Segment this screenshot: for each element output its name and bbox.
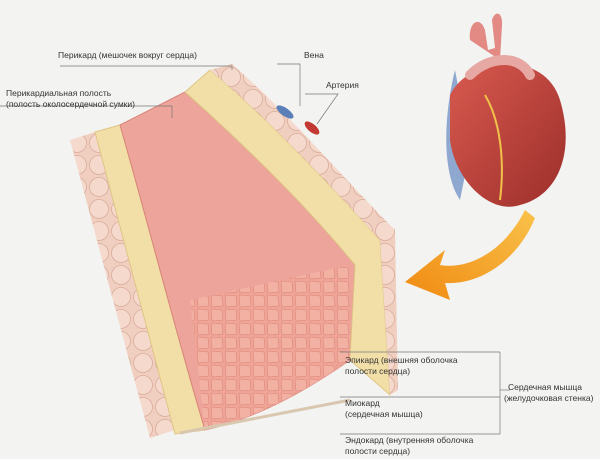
pericardial-cavity-label: Перикардиальная полость bbox=[6, 88, 112, 98]
vein-label: Вена bbox=[304, 50, 324, 60]
myocardium-section bbox=[190, 265, 350, 430]
vein-icon bbox=[276, 105, 294, 119]
myocardium-label: Миокард bbox=[345, 398, 380, 408]
epicardium-label: Эпикард (внешняя оболочка bbox=[345, 355, 458, 365]
heart-muscle-sublabel: (желудочковая стенка) bbox=[504, 393, 594, 403]
pericardial-cell-block bbox=[70, 132, 175, 438]
leader-lines bbox=[0, 63, 510, 435]
myocardium-sublabel: (сердечная мышца) bbox=[345, 409, 423, 419]
endocardium-line bbox=[179, 398, 351, 435]
curved-arrow-icon bbox=[405, 210, 535, 300]
heart-icon bbox=[446, 13, 566, 207]
artery-icon bbox=[304, 121, 320, 135]
pericardial-cavity-sublabel: (полость околосердечной сумки) bbox=[6, 99, 135, 109]
heart-muscle-label: Сердечная мышца bbox=[508, 382, 582, 392]
endocardium-label: Эндокард (внутренняя оболочка bbox=[345, 435, 474, 445]
pericardium-label: Перикард (мешочек вокруг сердца) bbox=[58, 50, 197, 60]
epicardium-sublabel: полости сердца) bbox=[345, 366, 411, 376]
endocardium-sublabel: полости сердца) bbox=[345, 446, 411, 456]
artery-label: Артерия bbox=[326, 80, 359, 90]
